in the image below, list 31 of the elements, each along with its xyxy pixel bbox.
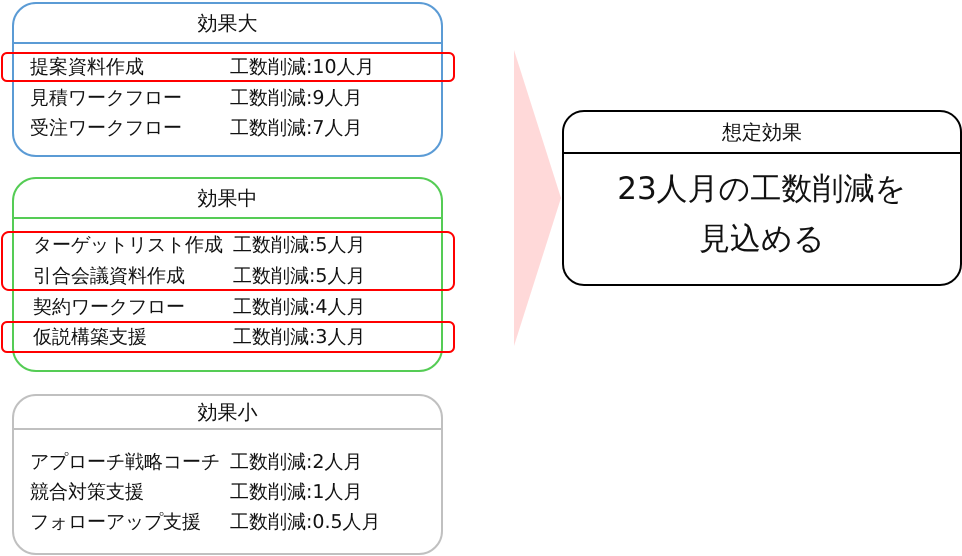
panel-heading: 効果中: [196, 185, 258, 212]
result-box: [562, 110, 962, 286]
result-text: 23人月の工数削減を見込める: [616, 170, 908, 259]
effort-value: 工数削減:1人月: [230, 480, 362, 505]
highlight-frame: [1, 52, 455, 82]
effort-value: 工数削減:0.5人月: [230, 510, 381, 535]
task-name: 競合対策支援: [30, 480, 144, 505]
effort-value: 工数削減:5人月: [233, 233, 366, 258]
task-name: 引合会議資料作成: [33, 264, 185, 289]
panel-heading: 想定効果: [721, 119, 803, 146]
highlight-frame: [1, 231, 455, 291]
effort-value: 工数削減:5人月: [233, 264, 366, 289]
task-name: 見積ワークフロー: [30, 86, 182, 111]
chevron-arrow: [514, 50, 561, 346]
task-name: 仮説構築支援: [33, 325, 147, 350]
effort-value: 工数削減:10人月: [230, 55, 375, 80]
task-name: 提案資料作成: [30, 55, 144, 80]
highlight-frame: [1, 321, 455, 353]
effort-value: 工数削減:3人月: [233, 325, 366, 350]
task-name: 契約ワークフロー: [33, 295, 185, 320]
task-name: フォローアップ支援: [30, 510, 201, 535]
effort-value: 工数削減:9人月: [230, 86, 362, 111]
effort-value: 工数削減:2人月: [230, 450, 362, 475]
panel-heading: 効果大: [196, 10, 258, 37]
panel-heading: 効果小: [196, 399, 258, 426]
task-name: アプローチ戦略コーチ: [30, 450, 220, 475]
effort-value: 工数削減:4人月: [233, 295, 366, 320]
effort-value: 工数削減:7人月: [230, 116, 362, 141]
task-name: ターゲットリスト作成: [33, 233, 223, 258]
task-name: 受注ワークフロー: [30, 116, 182, 141]
category-panel: [12, 394, 443, 555]
